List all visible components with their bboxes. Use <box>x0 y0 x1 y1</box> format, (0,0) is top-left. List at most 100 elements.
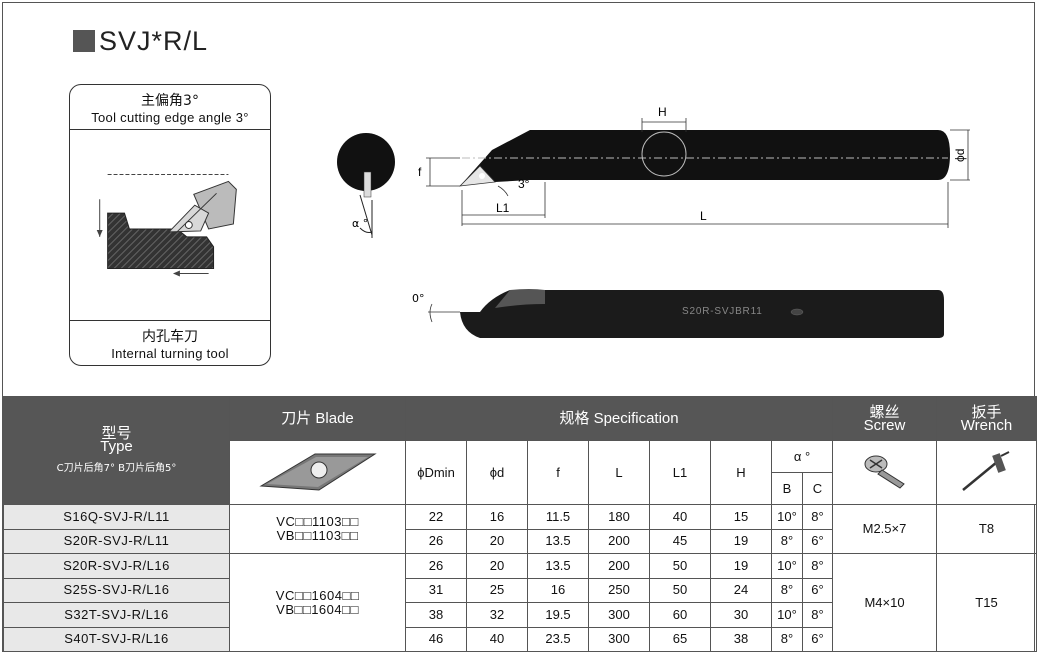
label-alpha: α ° <box>352 217 368 230</box>
panel-header-en: Tool cutting edge angle 3° <box>91 110 249 125</box>
cell-d: 32 <box>466 602 528 628</box>
label-L1: L1 <box>496 201 510 215</box>
cell-B: 8° <box>771 626 803 652</box>
panel-footer-en: Internal turning tool <box>111 346 229 361</box>
cell-L1: 40 <box>649 504 711 530</box>
panel-footer: 内孔车刀 Internal turning tool <box>70 320 270 365</box>
title-square-icon <box>73 30 95 52</box>
side-view-insert <box>458 165 496 187</box>
cell-H: 30 <box>710 602 772 628</box>
section-circle <box>641 131 687 177</box>
cell-blade: VC□□1103□□VB□□1103□□ <box>229 504 406 554</box>
title-text: SVJ*R/L <box>99 25 209 56</box>
cell-B: 10° <box>771 553 803 579</box>
technical-drawing: α ° H ϕd f 3° L1 L S20R-SVJBR11 0° <box>337 105 970 338</box>
cell-B: 10° <box>771 602 803 628</box>
cell-dmin: 26 <box>405 553 467 579</box>
cell-type: S20R-SVJ-R/L11 <box>3 528 230 554</box>
col-B: B <box>771 472 803 505</box>
end-view-insert <box>363 171 372 198</box>
screw-icon <box>864 455 905 489</box>
bar-marking: S20R-SVJBR11 <box>682 306 763 317</box>
cell-C: 6° <box>802 577 833 603</box>
cell-screw: M4×10 <box>832 553 937 652</box>
cell-d: 40 <box>466 626 528 652</box>
cell-d: 20 <box>466 553 528 579</box>
cell-wrench: T15 <box>936 553 1037 652</box>
cell-L: 180 <box>588 504 650 530</box>
cell-wrench: T8 <box>936 504 1037 554</box>
cell-dmin: 46 <box>405 626 467 652</box>
cell-f: 23.5 <box>527 626 589 652</box>
blade-code-line: VC□□1604□□ <box>275 587 360 603</box>
cell-L: 300 <box>588 626 650 652</box>
cell-L: 250 <box>588 577 650 603</box>
panel-header: 主偏角3° Tool cutting edge angle 3° <box>70 85 270 130</box>
cell-screw: M2.5×7 <box>832 504 937 554</box>
cutting-angle-panel: 主偏角3° Tool cutting edge angle 3° 内孔车刀 In… <box>69 84 271 366</box>
cell-B: 10° <box>771 504 803 530</box>
col-d: ϕd <box>466 440 528 505</box>
cell-type: S16Q-SVJ-R/L11 <box>3 504 230 530</box>
wrench-image <box>936 440 1037 505</box>
cell-f: 16 <box>527 577 589 603</box>
cell-L1: 45 <box>649 528 711 554</box>
cell-f: 11.5 <box>527 504 589 530</box>
cell-C: 6° <box>802 528 833 554</box>
cell-f: 19.5 <box>527 602 589 628</box>
cell-type: S25S-SVJ-R/L16 <box>3 577 230 603</box>
label-0deg: 0° <box>412 292 425 305</box>
header-spec: 规格 Specification <box>405 396 833 441</box>
cell-L1: 50 <box>649 553 711 579</box>
cell-d: 20 <box>466 528 528 554</box>
page-title: SVJ*R/L <box>73 26 208 56</box>
cell-B: 8° <box>771 577 803 603</box>
col-alpha: α ° <box>771 440 833 473</box>
panel-header-cn: 主偏角3° <box>141 93 199 109</box>
cell-d: 25 <box>466 577 528 603</box>
label-L: L <box>700 209 707 223</box>
cell-dmin: 38 <box>405 602 467 628</box>
cell-f: 13.5 <box>527 553 589 579</box>
cell-H: 19 <box>710 528 772 554</box>
cell-L1: 65 <box>649 626 711 652</box>
col-L: L <box>588 440 650 505</box>
cell-blade: VC□□1604□□VB□□1604□□ <box>229 553 406 652</box>
col-f: f <box>527 440 589 505</box>
cell-L: 200 <box>588 528 650 554</box>
blade-code-line: VB□□1604□□ <box>276 601 359 617</box>
header-type: 型号 Type C刀片后角7° B刀片后角5° <box>3 396 230 505</box>
cell-L1: 50 <box>649 577 711 603</box>
cell-C: 8° <box>802 602 833 628</box>
cell-H: 24 <box>710 577 772 603</box>
cell-f: 13.5 <box>527 528 589 554</box>
label-phid: ϕd <box>953 149 967 162</box>
screw-image <box>832 440 937 505</box>
col-C: C <box>802 472 833 505</box>
cell-L: 200 <box>588 553 650 579</box>
blade-code-line: VC□□1103□□ <box>276 514 359 529</box>
cell-C: 6° <box>802 626 833 652</box>
insert-blade-icon <box>258 453 377 491</box>
cell-dmin: 31 <box>405 577 467 603</box>
cell-B: 8° <box>771 528 803 554</box>
wrench-icon <box>961 451 1009 491</box>
blade-image <box>229 440 406 505</box>
label-3deg: 3° <box>518 177 530 191</box>
cell-type: S32T-SVJ-R/L16 <box>3 602 230 628</box>
cell-L1: 60 <box>649 602 711 628</box>
label-f: f <box>418 165 422 179</box>
header-blade: 刀片 Blade <box>229 396 406 441</box>
blade-code-line: VB□□1103□□ <box>276 528 359 543</box>
cell-L: 300 <box>588 602 650 628</box>
cell-H: 19 <box>710 553 772 579</box>
cell-H: 15 <box>710 504 772 530</box>
